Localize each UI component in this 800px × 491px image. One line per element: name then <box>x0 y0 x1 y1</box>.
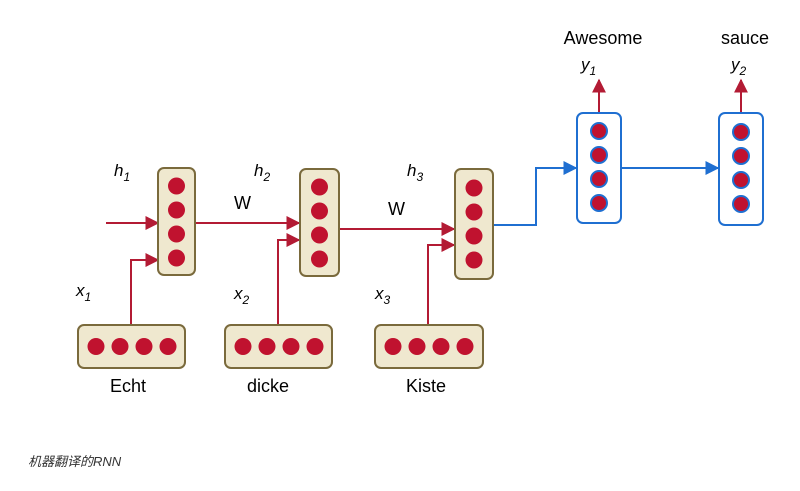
neuron <box>87 338 105 355</box>
neuron <box>465 227 483 245</box>
hidden-state-1 <box>157 167 196 276</box>
neuron <box>135 338 153 355</box>
neuron <box>282 338 300 355</box>
label-x1: x1 <box>75 281 91 304</box>
label-y2: y2 <box>730 55 747 78</box>
label-weight-2: W <box>388 199 405 219</box>
context-arrow <box>493 161 578 226</box>
neuron <box>311 250 328 268</box>
neuron <box>168 225 185 243</box>
neuron <box>168 249 185 267</box>
hidden-state-2 <box>299 168 340 277</box>
neuron <box>590 194 608 212</box>
figure-caption: 机器翻译的RNN <box>28 454 122 469</box>
decoder-connections <box>493 161 720 226</box>
input-word-3: Kiste <box>406 376 446 396</box>
input-vector-3 <box>374 324 484 369</box>
label-h3: h3 <box>407 161 423 184</box>
neuron <box>732 195 750 213</box>
neuron <box>311 178 328 196</box>
neuron <box>465 179 483 197</box>
hidden-state-3 <box>454 168 494 280</box>
decoder-state-2 <box>718 112 764 226</box>
neuron <box>590 170 608 188</box>
output-word-1: Awesome <box>564 28 643 48</box>
label-x2: x2 <box>233 284 250 307</box>
label-h1: h1 <box>114 161 130 184</box>
neuron <box>465 203 483 221</box>
neuron <box>456 338 474 355</box>
input-word-2: dicke <box>247 376 289 396</box>
output-word-2: sauce <box>721 28 769 48</box>
neuron <box>465 251 483 269</box>
neuron <box>590 146 608 164</box>
label-weight-1: W <box>234 193 251 213</box>
neuron <box>311 226 328 244</box>
neuron <box>111 338 129 355</box>
neuron <box>311 202 328 220</box>
neuron <box>306 338 324 355</box>
input-vector-2 <box>224 324 333 369</box>
neuron <box>168 201 185 219</box>
input-word-1: Echt <box>110 376 146 396</box>
neuron <box>732 123 750 141</box>
neuron <box>258 338 276 355</box>
neuron <box>432 338 450 355</box>
neuron <box>168 177 185 195</box>
neuron <box>732 147 750 165</box>
neuron <box>159 338 177 355</box>
neuron <box>590 122 608 140</box>
neuron <box>408 338 426 355</box>
neuron <box>234 338 252 355</box>
input-arrow-3 <box>427 238 456 325</box>
rnn-translation-diagram: h1 h2 h3 W W x1 x2 x3 y1 y2 Awesome sauc… <box>75 28 769 396</box>
encoder-connections <box>106 78 748 325</box>
neuron <box>732 171 750 189</box>
neuron <box>384 338 402 355</box>
label-h2: h2 <box>254 161 270 184</box>
input-arrow-1 <box>130 253 160 325</box>
input-arrow-2 <box>277 233 301 325</box>
label-y1: y1 <box>580 55 596 78</box>
decoder-state-1 <box>576 112 622 224</box>
label-x3: x3 <box>374 284 391 307</box>
input-vector-1 <box>77 324 186 369</box>
